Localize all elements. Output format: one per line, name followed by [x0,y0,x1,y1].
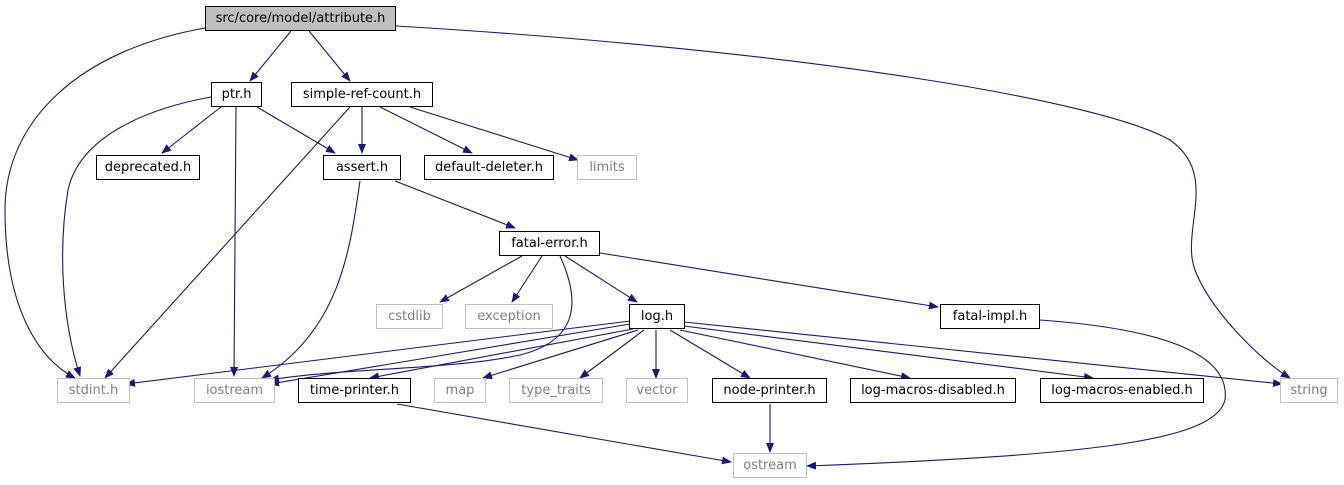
node-limits[interactable]: limits [577,155,637,180]
edge-ptr-to-iostream [230,106,239,377]
edge-ptr-to-stdint [62,96,212,377]
edge-simple-ref-count-to-stdint [104,106,351,379]
node-ptr-h[interactable]: ptr.h [211,82,262,107]
edge-log-to-node-printer [669,329,751,379]
node-log-macros-disabled-h[interactable]: log-macros-disabled.h [850,378,1016,403]
node-iostream[interactable]: iostream [194,378,275,403]
edge-log-to-map [482,329,639,380]
edge-fatal-error-to-exception [511,255,543,303]
node-fatal-impl-h[interactable]: fatal-impl.h [940,304,1040,329]
node-fatal-error-h[interactable]: fatal-error.h [499,231,600,256]
edge-attribute-to-simple-ref-count [308,30,351,82]
node-node-printer-h[interactable]: node-printer.h [712,378,827,403]
edge-log-to-stdint [125,320,631,387]
edge-attribute-to-stdint [4,27,206,379]
node-cstdlib[interactable]: cstdlib [376,304,443,329]
edge-fatal-error-to-log [564,255,638,303]
node-type-traits[interactable]: type_traits [509,378,603,403]
edge-fatal-error-to-cstdlib [439,255,523,303]
edge-simple-ref-count-to-limits [409,106,579,162]
node-map[interactable]: map [434,378,486,403]
edge-log-to-type-traits [579,329,645,379]
edge-time-printer-to-ostream [396,403,732,465]
edge-ptr-to-deprecated [161,106,222,154]
node-attribute-h[interactable]: src/core/model/attribute.h [205,6,396,31]
edge-log-to-time-printer [369,328,634,381]
node-vector[interactable]: vector [626,378,688,403]
edge-simple-ref-count-to-default-deleter [379,106,473,154]
node-assert-h[interactable]: assert.h [323,155,401,180]
edge-log-to-string [683,321,1283,388]
node-log-macros-enabled-h[interactable]: log-macros-enabled.h [1040,378,1204,403]
node-stdint-h[interactable]: stdint.h [57,378,130,403]
node-simple-ref-count-h[interactable]: simple-ref-count.h [291,82,433,107]
edge-log-to-iostream [269,323,631,387]
node-time-printer-h[interactable]: time-printer.h [298,378,411,403]
edge-fatal-error-to-fatal-impl [599,252,939,310]
node-exception[interactable]: exception [465,304,553,329]
node-log-h[interactable]: log.h [629,304,685,329]
node-ostream[interactable]: ostream [733,453,807,478]
node-default-deleter-h[interactable]: default-deleter.h [424,155,554,180]
edge-fatal-impl-to-ostream [806,319,1226,470]
edge-log-to-log-macros-disabled [679,329,911,381]
edge-ptr-to-assert [256,106,336,154]
edge-assert-to-fatal-error [394,180,516,229]
edge-attribute-to-ptr [249,30,292,82]
node-deprecated-h[interactable]: deprecated.h [96,155,200,180]
node-string[interactable]: string [1280,378,1338,403]
edge-attribute-to-string [395,25,1291,379]
edge-log-to-log-macros-enabled [683,325,1094,381]
edge-assert-to-iostream [261,180,361,379]
